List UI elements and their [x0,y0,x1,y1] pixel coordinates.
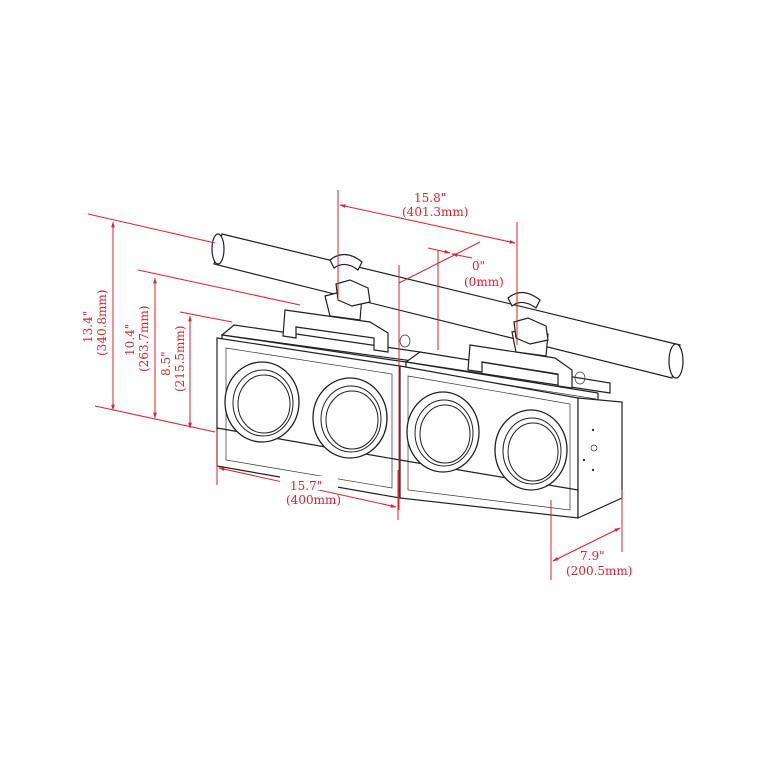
body-height-mm: (215.5mm) [173,326,187,392]
dim-total-height: 13.4" (340.8mm) [81,213,216,433]
total-height-inches: 13.4" [81,311,95,343]
unit-left [216,253,421,499]
body-height-inches: 8.5" [159,351,173,376]
lens-1 [224,361,300,443]
gap-mm: (0mm) [464,275,504,289]
dim-body-height: 8.5" (215.5mm) [159,311,233,429]
clamp-spacing-mm: (401.3mm) [402,205,468,219]
dim-depth: 7.9" (200.5mm) [550,490,632,580]
height-to-clamp-mm: (263.7mm) [137,306,151,372]
dim-body-width: 15.7" (400mm) [216,430,399,520]
lens-3 [406,391,480,473]
depth-inches: 7.9" [580,549,605,563]
body-width-mm: (400mm) [286,493,341,507]
clamp-spacing-inches: 15.8" [414,191,446,205]
dim-clamp-spacing: 15.8" (401.3mm) [337,190,518,345]
height-to-clamp-inches: 10.4" [123,324,137,356]
dim-gap: 0" (0mm) [398,241,504,510]
lens-2 [312,377,388,459]
total-height-mm: (340.8mm) [95,290,109,356]
body-width-inches: 15.7" [290,479,322,493]
clamp-right [507,291,549,345]
depth-mm: (200.5mm) [566,564,632,578]
dim-height-to-clamp: 10.4" (263.7mm) [123,269,301,419]
lens-4 [494,409,568,491]
unit-right [399,291,623,519]
mounting-pipe [211,233,684,379]
gap-inches: 0" [472,259,485,273]
